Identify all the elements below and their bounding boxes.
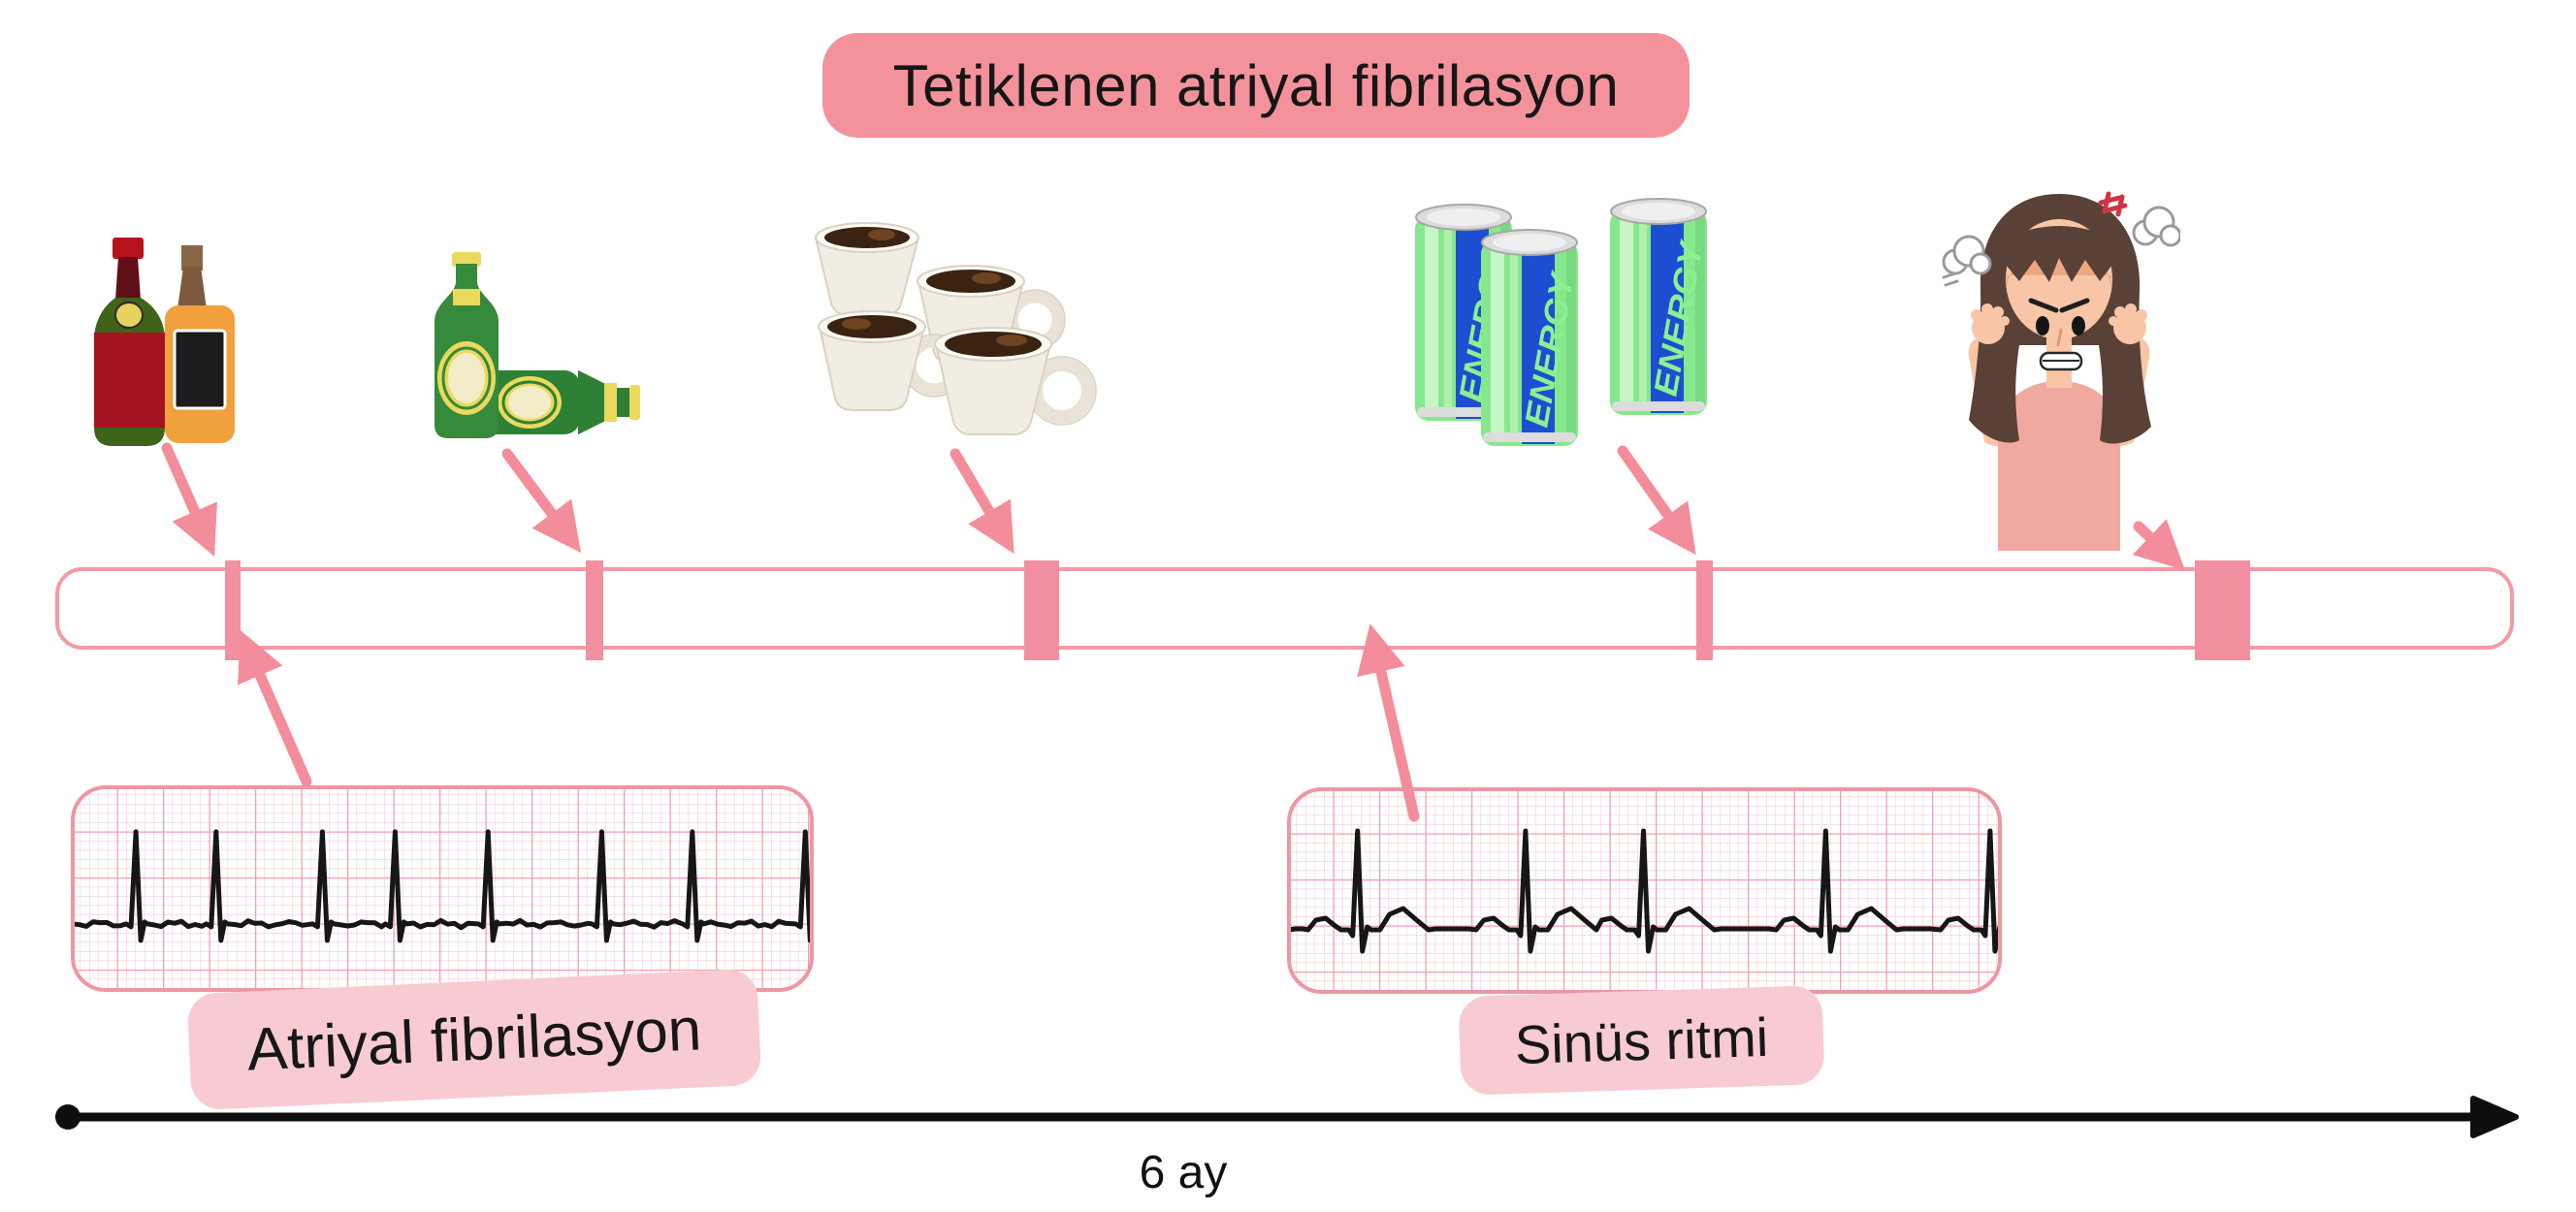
timeline-marker-alcohol [225,560,241,660]
left-hand [1971,303,2010,344]
steam-puff-left [1942,235,1992,287]
angry-person-icon [1942,191,2180,551]
timeline-marker-anger [2194,560,2250,660]
upright-bottle [435,252,499,438]
arrow-beer [501,448,582,554]
coffee-cup [934,327,1097,435]
afib-label-badge: Atriyal fibrilasyon [186,968,762,1111]
steam-puff-right [2132,206,2180,247]
right-eye [2072,316,2085,335]
cognac-label [94,333,165,428]
arrow-energy [1617,445,1696,556]
duration-axis [55,1096,2519,1138]
timeline-bar [55,560,2514,660]
beer-bottles-icon [435,252,640,438]
timeline-marker-coffee [1024,560,1059,660]
afib-label: Atriyal fibrilasyon [245,995,703,1084]
arrow-afib-up [237,630,312,787]
arrow-coffee [950,448,1014,555]
whiskey-cap [181,245,203,271]
nose [2056,328,2063,347]
energy-can: ENERGY [1610,198,1711,415]
arrow-alcohol [161,442,217,557]
right-hand [2109,303,2147,344]
ecg-strip-sinus [1287,787,2002,994]
energy-can: ENERGY [1481,229,1582,446]
bangs [2006,226,2112,282]
liquor-bottles-icon [94,238,235,446]
energy-drink-cans-icon: ENERGY ENERGY ENERGY [1415,198,1711,446]
sinus-label: Sinüs ritmi [1513,1005,1770,1075]
page-title: Tetiklenen atriyal fibrilasyon [892,52,1620,118]
ecg-strip-afib [71,785,814,992]
shirt [1998,381,2120,551]
angry-eyebrows [2028,298,2090,313]
left-eye [2036,316,2049,335]
anger-mark [2098,191,2128,217]
whiskey-label [173,329,227,410]
ecg-trace [1287,828,2002,954]
ecg-trace [71,829,814,943]
cognac-cap [113,238,144,259]
duration-label: 6 ay [1139,1147,1228,1198]
timeline-marker-energy [1695,560,1713,660]
title-badge: Tetiklenen atriyal fibrilasyon [822,33,1690,138]
sinus-label-badge: Sinüs ritmi [1458,985,1825,1096]
timeline-marker-beer [586,560,603,660]
coffee-cup [814,222,920,316]
coffee-cups-icon [814,222,1097,435]
